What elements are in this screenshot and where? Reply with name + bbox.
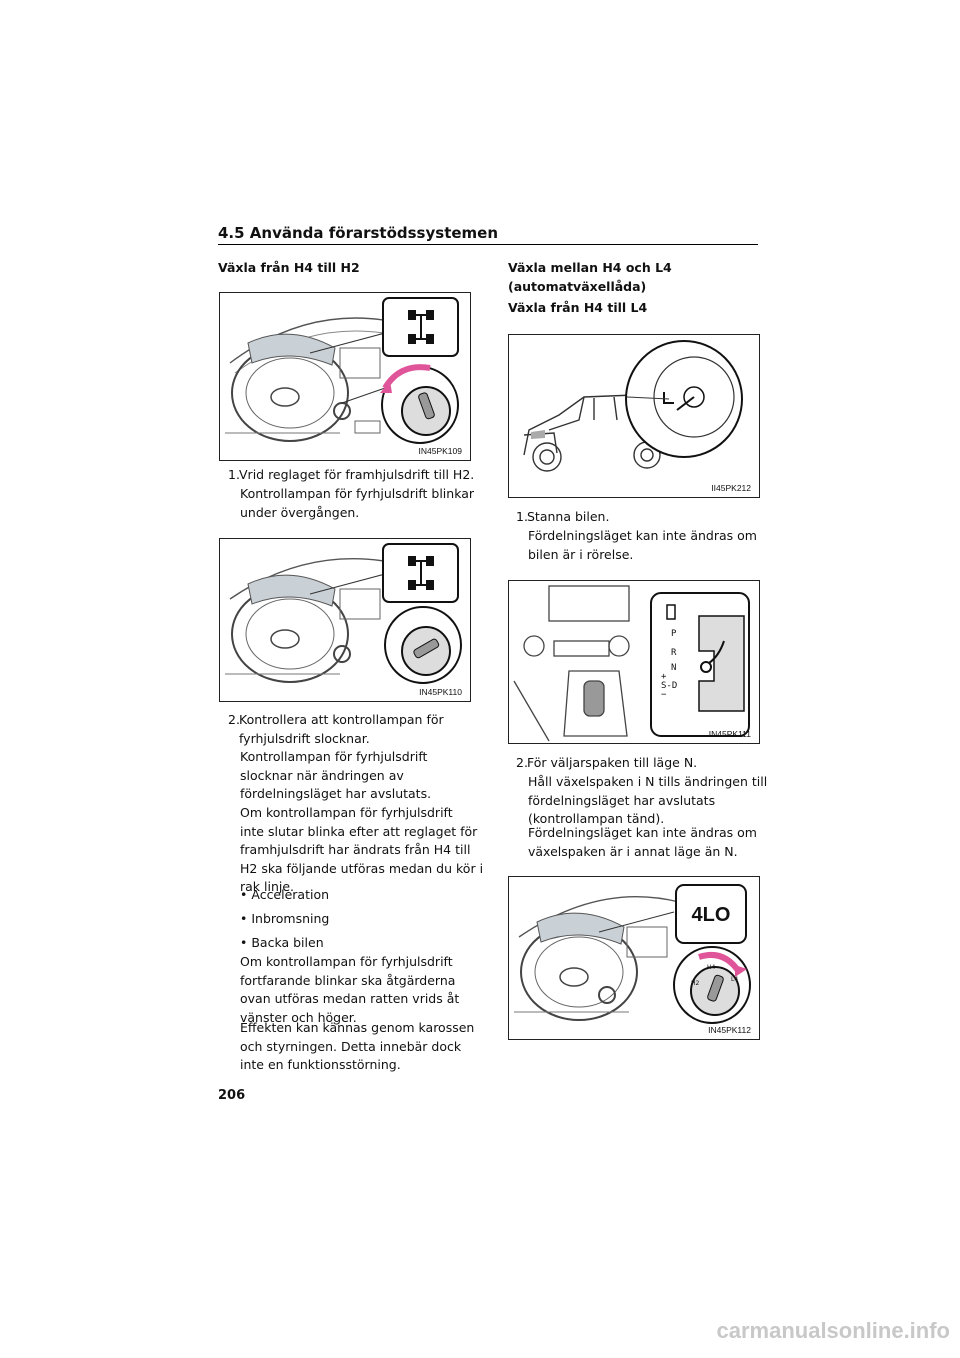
text-line: fördelningsläget har avslutats [528,792,716,808]
shifter-label-p: P [671,629,677,639]
text-line: och styrningen. Detta innebär dock [240,1038,462,1054]
left-heading: Växla från H4 till H2 [218,260,360,275]
step-text: Stanna bilen. [527,509,610,524]
text-line: framhjulsdrift har ändrats från H4 till [240,842,471,857]
paragraph-4: Effekten kan kännas genom karossen och s… [240,1019,474,1075]
step-text: Kontrollera att kontrollampan för fyrhju… [239,711,444,748]
4wd-indicator-icon [408,556,434,590]
text-line: Fördelningsläget kan inte ändras om [528,528,757,543]
bullet-item: • Acceleration [240,887,330,902]
figure-code: IN45PK110 [419,687,462,697]
figure-truck-stopped: II45PK212 [508,334,760,498]
text-line: vänster och höger. [240,1009,357,1025]
dial-label-l4: L4 [731,976,738,983]
text-line: (kontrollampan tänd). [528,811,665,826]
text-line: Kontrollampan för fyrhjulsdrift blinkar [240,486,475,501]
text-line: fyrhjulsdrift slocknar. [239,730,370,746]
figure-4lo-lamp: 4LO H2 H4 L4 IN45PK112 [508,876,760,1040]
4lo-lamp-text: 4LO [692,904,731,926]
text-line: inte en funktionsstörning. [240,1057,401,1072]
step-number: 1. [228,467,240,482]
step-number: 2. [516,755,528,770]
text-line: Håll växelspaken i N tills ändringen til… [528,774,768,789]
bullet-text: Inbromsning [251,911,330,926]
header-rule [218,244,758,245]
figure-shift-lever: P R N + S-D − IN45PK111 [508,580,760,744]
text-line: ovan utföras medan ratten vrids åt [240,991,460,1006]
text-line: rak linje. [240,879,295,894]
watermark: carmanualsonline.info [716,1318,951,1343]
text-line: inte slutar blinka efter att reglaget fö… [240,823,478,839]
truck-illustration [523,340,743,472]
shifter-label-plus: + [661,672,667,682]
text-line: fördelningsläget har avslutats. [240,786,432,801]
bullet-item: • Backa bilen [240,935,324,950]
text-line: Om kontrollampan för fyrhjulsdrift [240,805,453,820]
figure-code: IN45PK111 [708,729,751,739]
right-heading-1: Växla mellan H4 och L4 (automatväxellåda… [508,258,672,296]
step-text: För väljarspaken till läge N. [527,755,698,770]
dashboard-illustration [225,543,462,684]
shift-lever-illustration: P R N + S-D − [513,585,750,742]
section-title: 4.5 Använda förarstödssystemen [218,224,499,242]
shifter-label-r: R [671,648,677,658]
figure-code: IN45PK112 [708,1025,751,1035]
4wd-indicator-icon [408,310,434,344]
bullet-item: • Inbromsning [240,911,330,926]
paragraph-1: Kontrollampan för fyrhjulsdrift slocknar… [240,748,431,804]
text-line: fortfarande blinkar ska åtgärderna [240,972,456,988]
text-line: växelspaken är i annat läge än N. [528,843,738,859]
step-number: 1. [516,509,528,524]
paragraph-3: Om kontrollampan för fyrhjulsdrift fortf… [240,953,459,1027]
text-line: Kontrollampan för fyrhjulsdrift [240,749,428,764]
figure-dashboard-h2: IN45PK109 [219,292,471,461]
dial-label-h2: H2 [691,980,700,987]
step-number: 2. [228,712,240,727]
shifter-label-sd: S-D [661,681,677,691]
step-text: Vrid reglaget för framhjulsdrift till H2… [239,467,475,482]
text-line: under övergången. [240,504,360,520]
step-2-right-detail-2: Fördelningsläget kan inte ändras om växe… [528,824,757,861]
figure-dashboard-lamp-off: IN45PK110 [219,538,471,702]
heading-line: (automatväxellåda) [508,279,647,294]
text-line: slocknar när ändringen av [240,767,404,783]
text-line: Effekten kan kännas genom karossen [240,1020,475,1035]
text-line: bilen är i rörelse. [528,546,634,562]
text-line: Kontrollera att kontrollampan för [239,712,444,727]
bullet-text: Backa bilen [251,935,324,950]
text-line: Fördelningsläget kan inte ändras om [528,825,757,840]
shifter-label-minus: − [661,690,667,700]
figure-code: IN45PK109 [418,446,462,456]
shifter-label-n: N [671,663,676,673]
text-line: H2 ska följande utföras medan du kör i [240,860,484,876]
dashboard-illustration [225,297,459,444]
figure-code: II45PK212 [711,483,751,493]
dial-label-h4: H4 [707,964,716,971]
heading-line: Växla mellan H4 och L4 [508,260,672,275]
text-line: Om kontrollampan för fyrhjulsdrift [240,954,453,969]
bullet-text: Acceleration [251,887,330,902]
dashboard-4lo-illustration: 4LO H2 H4 L4 [514,884,751,1024]
step-1-right-detail: Fördelningsläget kan inte ändras om bile… [528,527,757,564]
step-2-right-detail-1: Håll växelspaken i N tills ändringen til… [528,773,767,829]
paragraph-2: Om kontrollampan för fyrhjulsdrift inte … [240,804,483,897]
step-1-detail: Kontrollampan för fyrhjulsdrift blinkar … [240,485,474,522]
right-heading-2: Växla från H4 till L4 [508,300,648,315]
page-number: 206 [218,1088,246,1103]
